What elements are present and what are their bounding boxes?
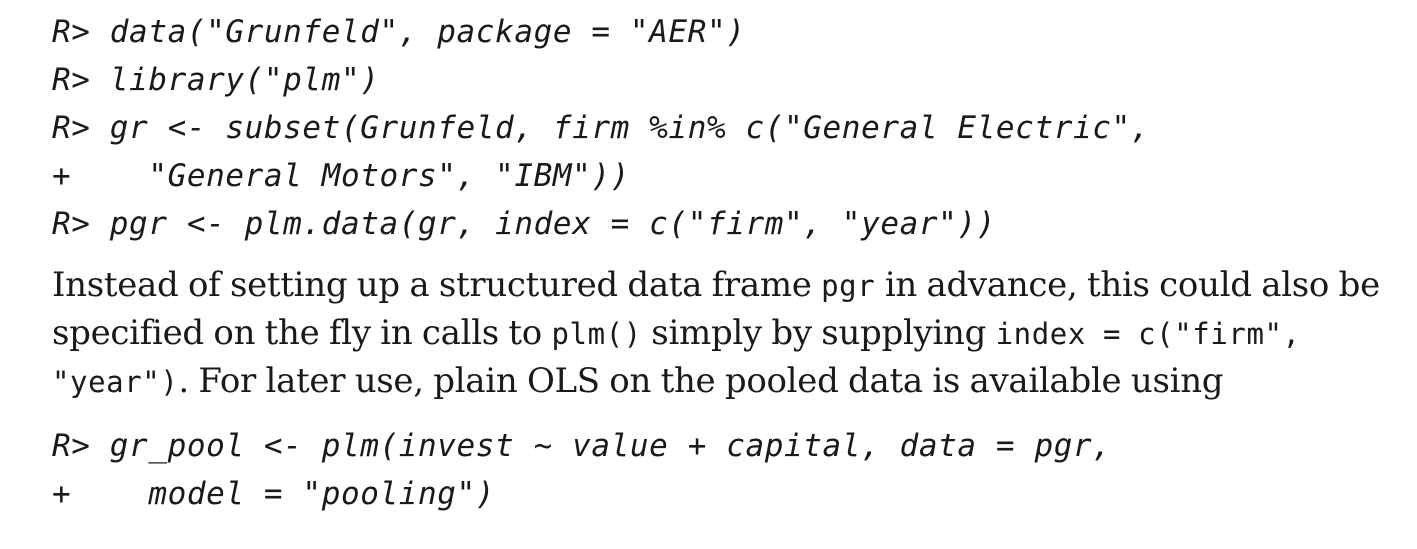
text-run: specified on the fly in calls to [52, 313, 552, 353]
code-line: R> library("plm") [52, 62, 380, 98]
paragraph-line: "year"). For later use, plain OLS on the… [52, 358, 1412, 406]
inline-code: "year") [52, 365, 179, 399]
code-block-pooled-ols: R> gr_pool <- plm(invest ~ value + capit… [52, 422, 1412, 518]
text-run: in advance, this could also be [875, 265, 1380, 305]
code-line: R> gr <- subset(Grunfeld, firm %in% c("G… [52, 110, 1151, 146]
paragraph-line: specified on the fly in calls to plm() s… [52, 310, 1412, 358]
inline-code: pgr [821, 269, 876, 303]
text-run: . For later use, plain OLS on the pooled… [178, 361, 1224, 401]
code-line: + "General Motors", "IBM")) [52, 158, 630, 194]
code-line: R> pgr <- plm.data(gr, index = c("firm",… [52, 206, 996, 242]
paragraph-line: Instead of setting up a structured data … [52, 262, 1412, 310]
body-paragraph: Instead of setting up a structured data … [52, 262, 1412, 406]
code-line: R> data("Grunfeld", package = "AER") [52, 14, 746, 50]
text-run: Instead of setting up a structured data … [52, 265, 822, 305]
inline-code: index = c("firm", [995, 317, 1301, 351]
text-run: simply by supplying [641, 313, 996, 353]
code-block-data-setup: R> data("Grunfeld", package = "AER") R> … [52, 8, 1412, 248]
code-line: + model = "pooling") [52, 476, 496, 512]
inline-code: plm() [551, 317, 642, 351]
code-line: R> gr_pool <- plm(invest ~ value + capit… [52, 428, 1112, 464]
document-page: R> data("Grunfeld", package = "AER") R> … [52, 8, 1412, 518]
